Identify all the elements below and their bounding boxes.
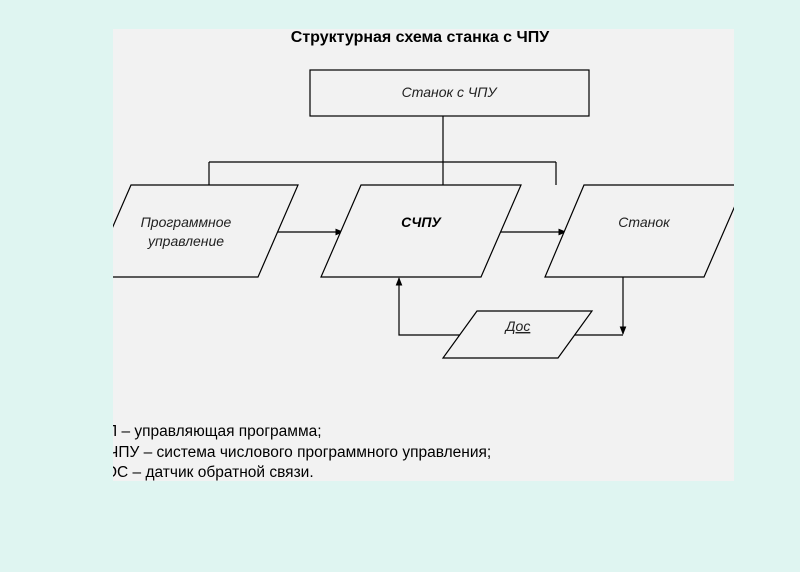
node-cnc-label: СЧПУ <box>401 214 442 230</box>
node-program-label-2: управление <box>147 233 224 249</box>
diagram-title: Структурная схема станка с ЧПУ <box>291 29 550 46</box>
node-feedback <box>441 310 594 359</box>
node-root-label: Станок с ЧПУ <box>402 84 499 100</box>
node-program-label-1: Программное <box>141 214 232 230</box>
node-feedback-label: Дос <box>504 318 531 334</box>
tree-connector <box>208 116 557 185</box>
node-machine <box>544 184 734 278</box>
legend-line-1: П – управляющая программа; <box>106 423 322 440</box>
node-root <box>309 69 590 117</box>
node-program <box>113 184 299 278</box>
node-cnc <box>320 184 522 278</box>
arrow-feedback-to-cnc <box>395 277 460 336</box>
legend-line-2: ЧПУ – система числового программного упр… <box>108 444 491 461</box>
legend-line-3: ОС – датчик обратной связи. <box>105 464 314 481</box>
node-machine-label: Станок <box>618 214 671 230</box>
